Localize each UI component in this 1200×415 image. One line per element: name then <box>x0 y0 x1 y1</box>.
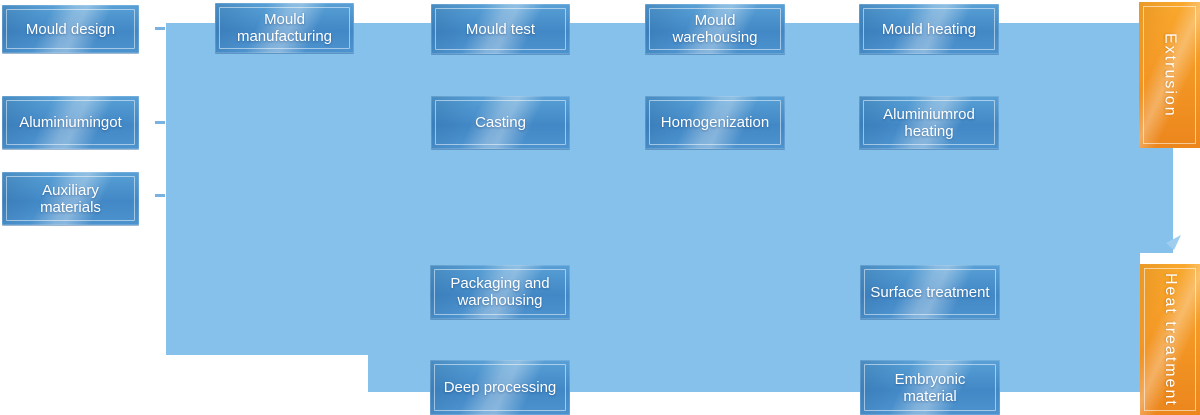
node-homogenization: Homogenization <box>645 96 785 149</box>
node-mould-manufacturing: Mould manufacturing <box>215 3 354 53</box>
node-casting: Casting <box>431 96 570 149</box>
node-aluminium-rod-heating: Aluminiumrod heating <box>859 96 999 149</box>
node-mould-test: Mould test <box>431 4 570 54</box>
node-mould-warehousing: Mould warehousing <box>645 4 785 54</box>
node-deep-processing: Deep processing <box>430 360 570 415</box>
stage-heat-treatment: Heat treatment <box>1140 264 1200 415</box>
node-packaging-and-warehousing: Packaging and warehousing <box>430 265 570 319</box>
node-aluminium-ingot: Aluminiumingot <box>2 96 139 149</box>
connector-dash <box>155 121 165 124</box>
node-auxiliary-materials: Auxiliary materials <box>2 172 139 225</box>
connector-dash <box>155 194 165 197</box>
connector-dash <box>155 27 165 30</box>
node-mould-heating: Mould heating <box>859 4 999 54</box>
flow-arrowhead-icon <box>1166 235 1181 250</box>
node-mould-design: Mould design <box>2 5 139 53</box>
flow-connector-shape <box>166 23 1173 392</box>
node-embryonic-material: Embryonic material <box>860 360 1000 415</box>
node-surface-treatment: Surface treatment <box>860 265 1000 319</box>
stage-extrusion: Extrusion <box>1139 2 1200 148</box>
